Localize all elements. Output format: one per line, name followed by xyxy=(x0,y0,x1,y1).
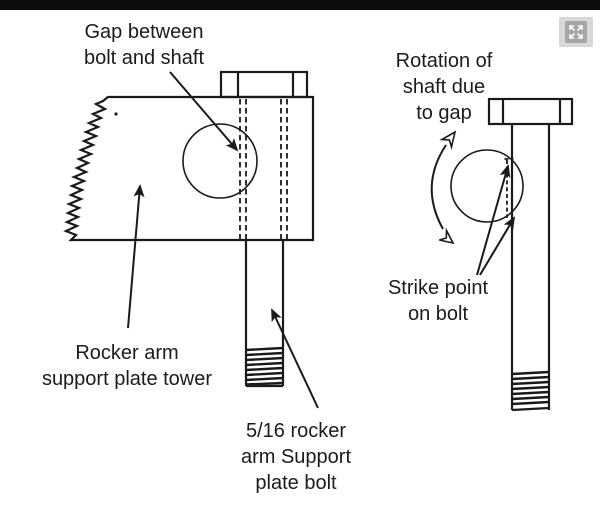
label-gap-between-bolt-and-shaft: Gap between bolt and shaft xyxy=(83,21,205,69)
rotation-arrowhead-down-icon xyxy=(439,227,455,245)
left-bolt-head xyxy=(219,70,309,99)
expand-button[interactable] xyxy=(559,17,593,47)
strike-point-arrow-lower xyxy=(479,216,516,276)
bolt-label-arrow xyxy=(271,308,319,409)
label-5-16-rocker-arm-support-plate-bolt: 5/16 rocker arm Support plate bolt xyxy=(240,420,352,494)
plate-dot xyxy=(114,112,118,116)
gap-detail-circle xyxy=(182,123,258,199)
left-bolt-threads xyxy=(245,346,284,386)
top-letterbox-bar xyxy=(0,0,600,10)
label-strike-point-on-bolt: Strike point on bolt xyxy=(387,277,489,325)
rotated-bolt-hidden-lines xyxy=(504,158,514,218)
rocker-arm-tower-figure xyxy=(63,70,319,409)
expand-icon xyxy=(565,21,587,43)
rotation-detail-circle xyxy=(450,149,524,223)
tower-label-arrow xyxy=(127,184,145,329)
label-rocker-arm-support-plate-tower: Rocker arm support plate tower xyxy=(41,342,213,390)
rotation-arc xyxy=(430,144,447,230)
hidden-bolt-hole-lines xyxy=(239,99,288,240)
bolt-rotation-figure xyxy=(430,97,574,412)
gap-label-arrow xyxy=(169,71,239,152)
right-bolt-head xyxy=(487,97,574,126)
right-bolt-shaft xyxy=(510,124,551,412)
left-bolt-shaft xyxy=(244,240,285,388)
right-bolt-threads xyxy=(511,370,550,406)
label-rotation-of-shaft-due-to-gap: Rotation of shaft due to gap xyxy=(395,50,493,124)
rotation-arrowhead-up-icon xyxy=(439,130,457,151)
strike-point-arrow-upper xyxy=(476,164,511,276)
support-plate-tower-outline xyxy=(63,95,315,242)
